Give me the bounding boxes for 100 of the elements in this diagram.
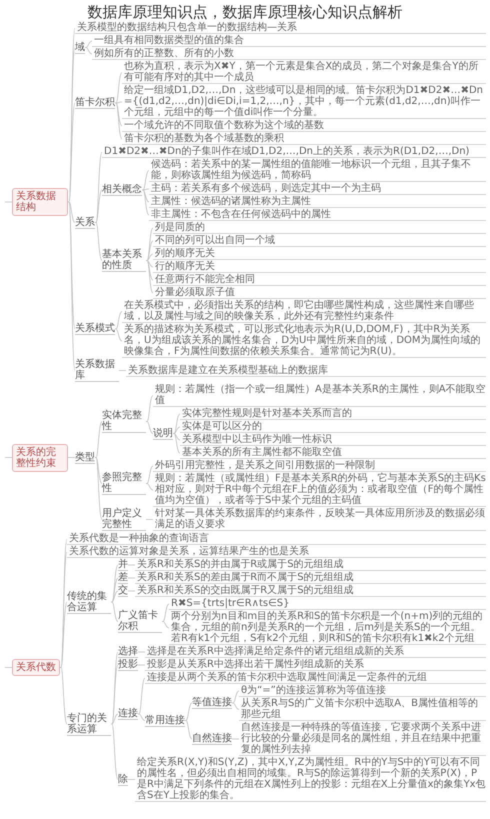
branch-line xyxy=(146,395,154,422)
branch-line xyxy=(110,714,118,724)
note-text: 分量必须取原子值 xyxy=(153,287,486,299)
subtopic-label: 交 xyxy=(118,585,128,597)
subtopic-label: 广义笛卡尔积 xyxy=(118,610,162,633)
branch-line xyxy=(94,457,102,520)
note-text: 关系的描述称为关系模式，可以形式化地表示为R(U,D,DOM,F)，其中R为关系名，U为组成该关系的属性名集合，D为U中属性所来自的域，DOM为属性向域的映像集合，F为属性间数据的依赖关系集合。通常简记为R(U)。 xyxy=(122,324,486,358)
note-text: 连接是从两个关系的笛卡尔积中选取属性间满足一定条件的元组 xyxy=(145,672,486,684)
subtopic-label: 差 xyxy=(118,572,128,584)
note-text: 基本关系的所有主属性都不能取空值 xyxy=(180,447,486,459)
branch-line xyxy=(172,414,180,434)
note-text: 关系代数是一种抽象的查询语言 xyxy=(67,533,486,545)
branch-line xyxy=(146,260,154,294)
note-text: 一个域允许的不同取值个数称为这个域的基数 xyxy=(122,120,486,132)
branch-line xyxy=(172,426,180,434)
branch-line xyxy=(184,720,192,740)
note-text: 投影是从关系R中选择出若干属性列组成新的关系 xyxy=(145,659,486,671)
note-text: 一组具有相同数据类型的值的集合 xyxy=(92,35,486,47)
branch-line xyxy=(60,602,68,668)
branch-line xyxy=(84,40,92,48)
note-text: 给定关系R(X,Y)和S(Y,Z)，其中X,Y,Z为属性组。R中的Y与S中的Y可以有不同的属性名，但必须出自相同的域集。R与S的除运算得到一个新的关系P(X)，P是R中满足下列条件的元组在X属性列上的投影：元组在X上分量值x的象集Yx包含S在Y上投影的集合。 xyxy=(135,757,486,802)
note-text: 实体完整性规则是针对基本关系而言的 xyxy=(180,408,486,420)
subtopic-label: 关系 xyxy=(75,216,95,228)
branch-line xyxy=(114,311,122,330)
branch-line xyxy=(162,604,170,622)
branch-line xyxy=(114,102,122,104)
branch-line xyxy=(146,254,154,261)
branch-line xyxy=(84,47,92,54)
note-text: 主属性：候选码的诸属性称为主属性 xyxy=(149,196,486,208)
note-text: 从关系R与S的广义笛卡尔积中选取A、B属性值相等的那些元组 xyxy=(239,698,486,721)
page-title: 数据库原理知识点，数据库原理核心知识点解析 xyxy=(86,3,404,21)
subtopic-label: 基本关系的性质 xyxy=(102,249,146,272)
subtopic-label: 用户定义完整性 xyxy=(102,508,146,531)
branch-line xyxy=(94,190,102,223)
note-text: 给定一组域D1,D2,…,Dn，这些域可以是相同的域。笛卡尔积为D1✖D2✖…✖Dn={(d1,d2,…,dn)|di∈Di,i=1,2,…,n}，其中，每一个元素(d1,d2,…,dn)叫作一个元组，元组中的每一个值di叫作一个分量。 xyxy=(122,85,486,119)
note-text: θ为“=”的连接运算称为等值连接 xyxy=(239,685,486,697)
branch-line xyxy=(232,702,240,710)
subtopic-label: 等值连接 xyxy=(192,697,232,709)
note-text: 针对某一具体关系数据库的约束条件，反映某一具体应用所涉及的数据必须满足的语义要求 xyxy=(153,508,486,531)
note-text: 规则：若属性（指一个或一组属性）A是基本关系R的主属性，则A不能取空值 xyxy=(153,384,486,407)
subtopic-label: 专门的关系运算 xyxy=(67,712,111,736)
branch-line xyxy=(94,457,102,484)
note-text: 外码引用完整性，是关系之间引用数据的一种限制 xyxy=(153,460,486,472)
branch-line xyxy=(4,667,12,668)
branch-line xyxy=(110,724,118,780)
branch-line xyxy=(138,714,146,721)
subtopic-label: 常用连接 xyxy=(145,714,185,726)
note-text: 不同的列可以出自同一个域 xyxy=(153,235,486,247)
subtopic-label: 选择 xyxy=(118,646,138,658)
note-text: 实体是可以区分的 xyxy=(180,421,486,433)
branch-line xyxy=(68,202,76,223)
branch-line xyxy=(114,328,122,342)
note-text: 在关系模式中，必须指出关系的结构，即它由哪些属性构成，这些属性来自哪些域，以及属性与域之间的映像关系，此外还有完整性约束条件 xyxy=(122,300,486,323)
branch-line xyxy=(68,102,76,202)
branch-line xyxy=(94,421,102,458)
branch-line xyxy=(138,664,146,666)
note-text: 任意两行不能完全相同 xyxy=(153,274,486,286)
note-text: R✖S={trts|tr∈R∧ts∈S} xyxy=(169,598,486,610)
branch-line xyxy=(4,457,12,458)
note-text: 例如所有的正整数、所有的小数 xyxy=(92,48,486,60)
branch-line xyxy=(110,578,118,602)
branch-line xyxy=(138,678,146,714)
branch-line xyxy=(146,519,154,520)
note-text: 关系模型的数据结构只包含单一的数据结构—关系 xyxy=(75,22,486,34)
note-text: 自然连接是一种特殊的等值连接，它要求两个关系中进行比较的分量必须是同名的属性组，并且在结果中把重复的属性列去掉 xyxy=(239,722,486,756)
subtopic-label: 传统的集合运算 xyxy=(67,590,111,614)
branch-line xyxy=(110,652,118,724)
branch-line xyxy=(110,590,118,602)
branch-line xyxy=(114,72,122,104)
note-text: 笛卡尔积的基数为各个域基数的乘积 xyxy=(122,133,486,145)
note-text: 关系R和关系S的交由既属于R又属于S的元组组成 xyxy=(135,585,486,597)
subtopic-label: 相关概念 xyxy=(102,184,142,196)
subtopic-label: 关系模式 xyxy=(75,323,115,335)
branch-line xyxy=(146,466,154,484)
branch-line xyxy=(68,202,76,371)
note-text: D1✖D2✖…✖Dn的子集叫作在域D1,D2,…,Dn上的关系，表示为R(D1,D2,…,Dn) xyxy=(102,146,486,158)
branch-line xyxy=(172,433,180,440)
branch-line xyxy=(128,590,136,592)
branch-line xyxy=(114,102,122,126)
note-text: 关系R和关系S的差由属于R而不属于S的元组组成 xyxy=(135,572,486,584)
subtopic-label: 除 xyxy=(118,774,128,786)
branch-line xyxy=(114,102,122,140)
branch-line xyxy=(94,222,102,261)
branch-line xyxy=(146,421,154,434)
branch-line xyxy=(172,433,180,454)
branch-line xyxy=(142,170,150,190)
branch-line xyxy=(232,690,240,704)
branch-line xyxy=(162,621,170,628)
subtopic-label: 笛卡尔积 xyxy=(75,97,115,109)
branch-line xyxy=(146,240,154,261)
note-text: 列是同质的 xyxy=(153,222,486,234)
branch-line xyxy=(60,667,68,724)
note-text: 关系R和关系S的并由属于R或属于S的元组组成 xyxy=(135,559,486,571)
branch-line xyxy=(184,702,192,721)
note-text: 行的顺序无关 xyxy=(153,261,486,273)
subtopic-label: 并 xyxy=(118,559,128,571)
note-text: 列的顺序无关 xyxy=(153,248,486,260)
branch-line xyxy=(110,664,118,724)
branch-line xyxy=(146,228,154,261)
subtopic-label: 类型 xyxy=(75,452,95,464)
